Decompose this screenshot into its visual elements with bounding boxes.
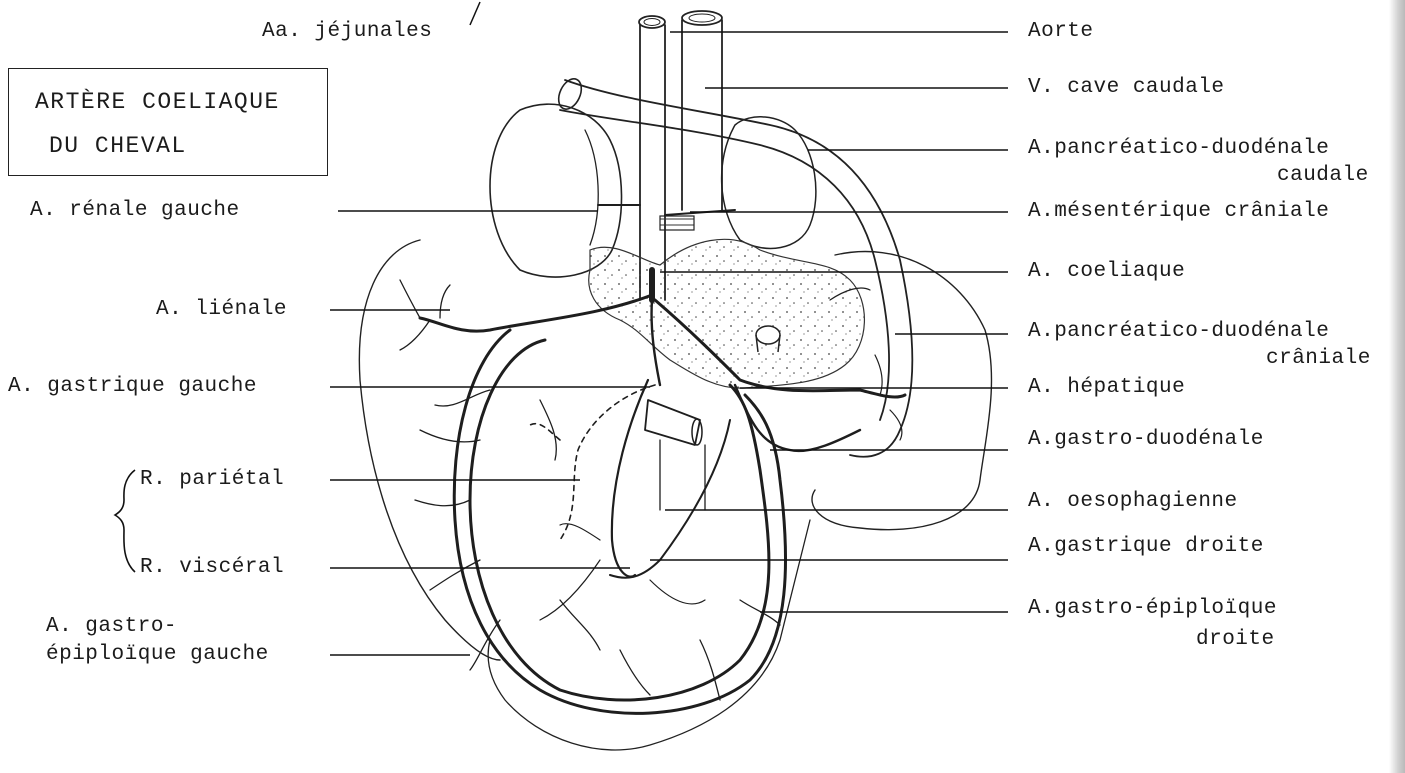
label-pancreatico-caudale-2: caudale (1277, 164, 1369, 188)
label-gastro-epiploique-gauche-2: épiploïque gauche (46, 643, 269, 667)
label-jejunales: Aa. jéjunales (262, 20, 432, 44)
label-gastro-epiploique-droite-1: A.gastro-épiploïque (1028, 597, 1277, 621)
label-aorte: Aorte (1028, 20, 1094, 44)
parietal-branch-dashed (560, 385, 655, 540)
label-hepatique: A. hépatique (1028, 376, 1185, 400)
label-gastrique-gauche: A. gastrique gauche (8, 375, 257, 399)
label-coeliaque: A. coeliaque (1028, 260, 1185, 284)
label-pancreatico-caudale-1: A.pancréatico-duodénale (1028, 137, 1329, 161)
label-mesenterique: A.mésentérique crâniale (1028, 200, 1329, 224)
label-gastro-duodenale: A.gastro-duodénale (1028, 428, 1264, 452)
label-lienale: A. liénale (156, 298, 287, 322)
label-visceral: R. viscéral (140, 556, 284, 580)
label-veine-cave: V. cave caudale (1028, 76, 1225, 100)
left-gastric-artery (612, 380, 648, 577)
scan-edge-shadow (1389, 0, 1405, 773)
label-gastrique-droite: A.gastrique droite (1028, 535, 1264, 559)
label-gastro-epiploique-gauche-1: A. gastro- (46, 615, 177, 639)
stomach-outline (470, 340, 769, 700)
label-oesophagienne: A. oesophagienne (1028, 490, 1238, 514)
label-pancreatico-craniale-1: A.pancréatico-duodénale (1028, 320, 1329, 344)
title-box: ARTÈRE COELIAQUE DU CHEVAL (8, 68, 328, 176)
title-line-2: DU CHEVAL (49, 133, 187, 159)
spleen-outline (359, 240, 500, 660)
label-gastro-epiploique-droite-2: droite (1196, 628, 1275, 652)
label-pancreatico-craniale-2: crâniale (1266, 347, 1371, 371)
title-line-1: ARTÈRE COELIAQUE (35, 89, 280, 115)
brace (115, 470, 135, 572)
label-renale-gauche: A. rénale gauche (30, 199, 240, 223)
label-parietal: R. pariétal (140, 468, 284, 492)
right-kidney (722, 117, 816, 249)
